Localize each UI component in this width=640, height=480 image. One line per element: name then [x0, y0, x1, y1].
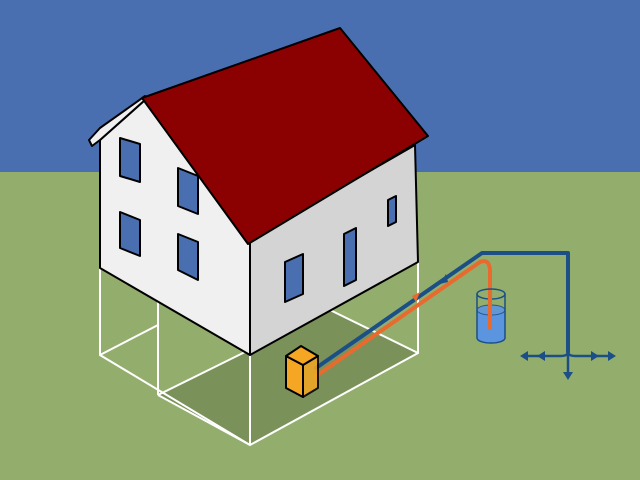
heat-pump-top: [285, 345, 319, 366]
tank-glass: [476, 294, 506, 344]
flow-arrow-icon: [440, 274, 448, 284]
window-side-small: [387, 195, 397, 227]
house-roof: [141, 27, 429, 245]
side-door: [343, 227, 357, 287]
disperse-arrowheads: [520, 351, 616, 380]
arrowhead-right-inner: [591, 351, 599, 361]
basement-inner-left: [157, 394, 251, 446]
window-lower-right: [177, 233, 199, 281]
window-upper-right: [177, 167, 199, 215]
water-tank-icon: [476, 288, 506, 344]
arrowhead-right-outer: [608, 351, 616, 361]
heat-pump-unit-icon: [285, 345, 319, 398]
arrowhead-down: [563, 372, 573, 380]
pipe-loop: [314, 251, 570, 378]
arrowhead-left-inner: [537, 351, 545, 361]
house: [88, 27, 429, 356]
arrowhead-left-outer: [520, 351, 528, 361]
return-pipe: [314, 251, 570, 370]
window-side-left: [284, 253, 304, 303]
supply-pipe: [314, 259, 492, 378]
window-lower-left: [119, 211, 141, 257]
flow-arrow-icon: [412, 292, 420, 302]
basement-back-right: [329, 309, 419, 354]
window-upper-left: [119, 137, 141, 183]
